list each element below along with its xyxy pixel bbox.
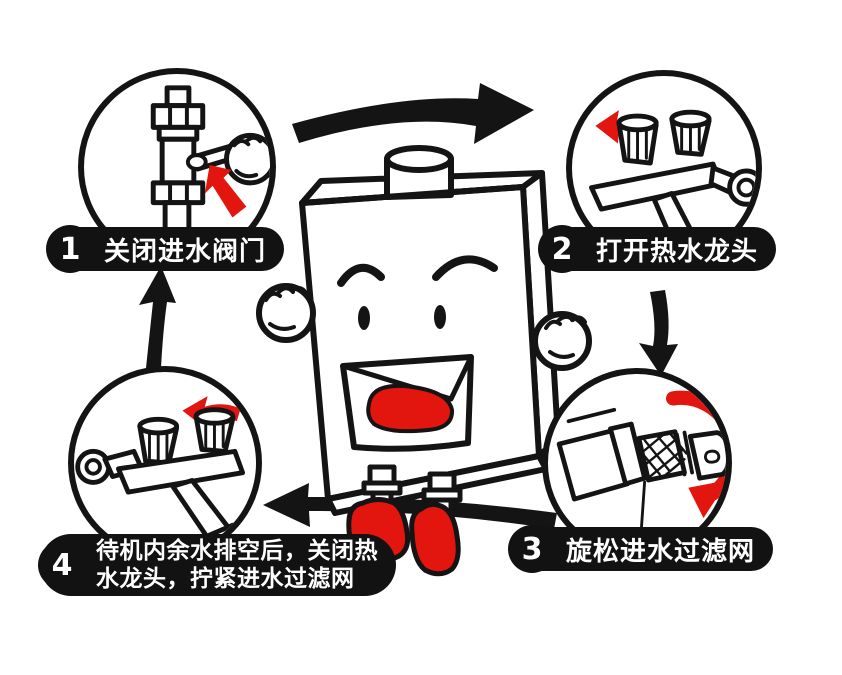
step1-label-text: 关闭进水阀门	[104, 236, 267, 267]
hot-water-faucet-icon	[589, 109, 756, 260]
step4-number-badge: 4	[38, 541, 86, 589]
angry-water-heater-mascot	[256, 145, 592, 577]
step3-label-text: 旋松进水过滤网	[566, 536, 756, 567]
step4-label: 4 待机内余水排空后，关闭热 水龙头，拧紧进水过滤网	[38, 534, 396, 596]
step2-label: 2 打开热水龙头	[538, 225, 777, 273]
arrow-down-icon	[639, 290, 678, 376]
arrow-right-icon	[292, 83, 534, 144]
step4-label-line2: 水龙头，拧紧进水过滤网	[96, 566, 355, 592]
step4-label-text: 待机内余水排空后，关闭热 水龙头，拧紧进水过滤网	[96, 537, 378, 593]
arrow-left-icon	[263, 483, 557, 529]
inlet-filter-strainer-icon	[556, 390, 726, 539]
step2-label-text: 打开热水龙头	[596, 236, 759, 267]
step2-number-badge: 2	[538, 225, 586, 273]
step3-illustration	[542, 368, 732, 558]
step3-label: 3 旋松进水过滤网	[508, 525, 774, 573]
step1-label: 1 关闭进水阀门	[46, 225, 285, 273]
hot-water-faucet-reversed-icon	[75, 396, 246, 551]
step3-number-badge: 3	[508, 525, 556, 573]
step4-illustration	[68, 366, 262, 560]
step4-label-line1: 待机内余水排空后，关闭热	[96, 538, 378, 564]
step1-number-badge: 1	[46, 225, 94, 273]
arrow-up-icon	[139, 266, 176, 368]
